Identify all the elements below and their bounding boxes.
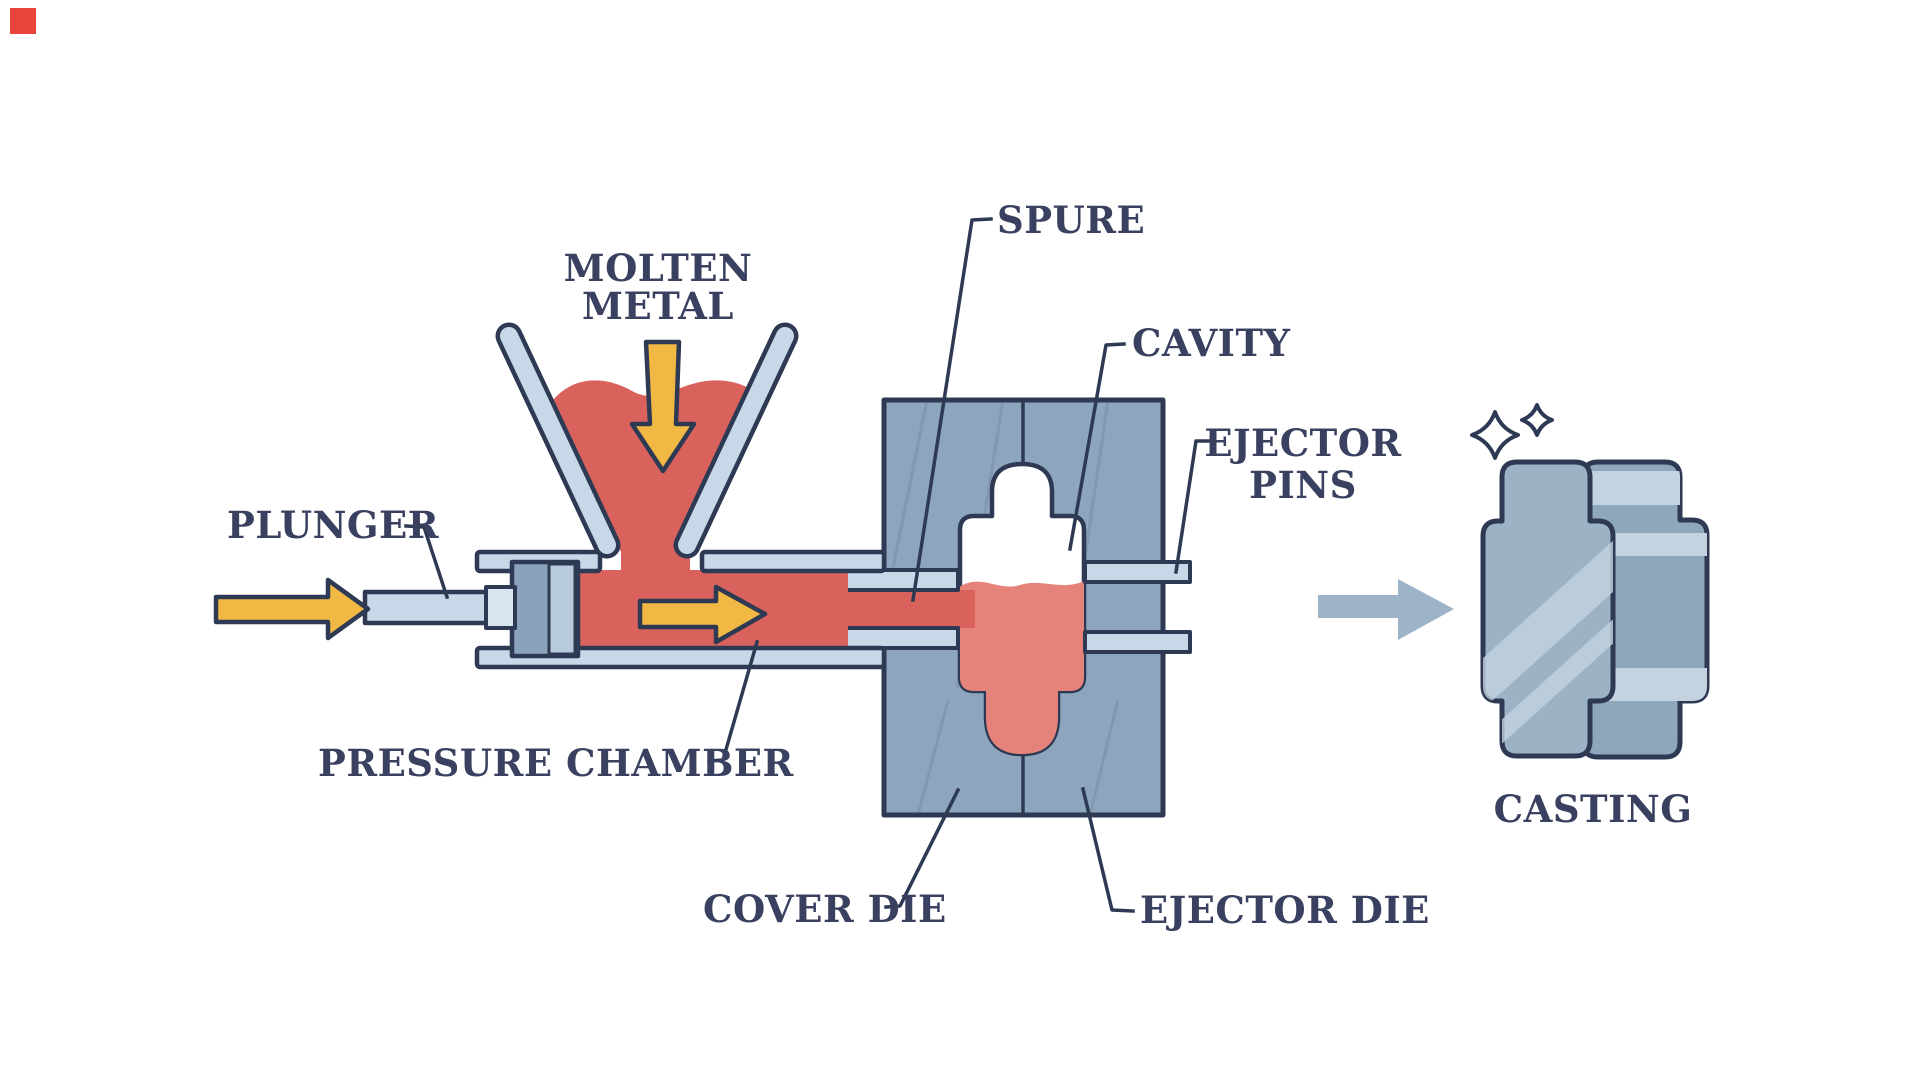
- label-ejector-pins-line2: PINS: [1249, 463, 1357, 507]
- ejector-pin-top: [1083, 560, 1192, 584]
- process-arrow-icon: [1318, 579, 1454, 640]
- pressure-chamber-leader-line: [707, 639, 760, 763]
- plunger-arrow-icon: [213, 577, 371, 641]
- molten-metal-pool: [550, 380, 766, 572]
- molten-metal-down-arrow-icon: [629, 339, 697, 474]
- spure-leader-line: [911, 217, 993, 602]
- label-plunger: PLUNGER: [227, 503, 439, 547]
- plunger-collar: [484, 585, 517, 630]
- casting-part: [1480, 459, 1710, 760]
- corner-mark: [10, 8, 36, 34]
- label-molten-metal-line1: MOLTEN: [564, 246, 753, 290]
- ejector-pin-bottom: [1083, 630, 1192, 654]
- plunger-piston-highlight: [547, 562, 577, 656]
- ejector-pins-leader-line: [1174, 439, 1214, 574]
- label-cavity: CAVITY: [1132, 321, 1291, 365]
- chamber-flow-arrow-icon: [637, 584, 768, 645]
- funnel-left-wall: [500, 327, 616, 554]
- cover-die-leader-line: [884, 787, 961, 909]
- chamber-top-wall-right: [699, 549, 887, 574]
- label-cover-die: COVER DIE: [703, 887, 947, 931]
- plunger-leader-line: [404, 524, 450, 600]
- label-casting: CASTING: [1494, 787, 1693, 831]
- label-molten-metal-line2: METAL: [582, 284, 734, 328]
- ejector-die-leader-line: [1080, 786, 1135, 913]
- sparkle-icon: [1470, 403, 1554, 460]
- label-ejector-die: EJECTOR DIE: [1140, 888, 1430, 932]
- label-ejector-pins-line1: EJECTOR: [1204, 421, 1401, 465]
- label-pressure-chamber: PRESSURE CHAMBER: [318, 741, 794, 785]
- cavity-leader-line: [1067, 342, 1126, 552]
- label-spure: SPURE: [997, 198, 1145, 242]
- sprue-bushing-bottom: [844, 626, 960, 650]
- funnel: [495, 322, 799, 559]
- plunger-rod: [362, 589, 496, 626]
- funnel-right-wall: [678, 327, 794, 554]
- cavity-metal-fill: [960, 580, 1084, 754]
- sprue-channel: [848, 590, 975, 628]
